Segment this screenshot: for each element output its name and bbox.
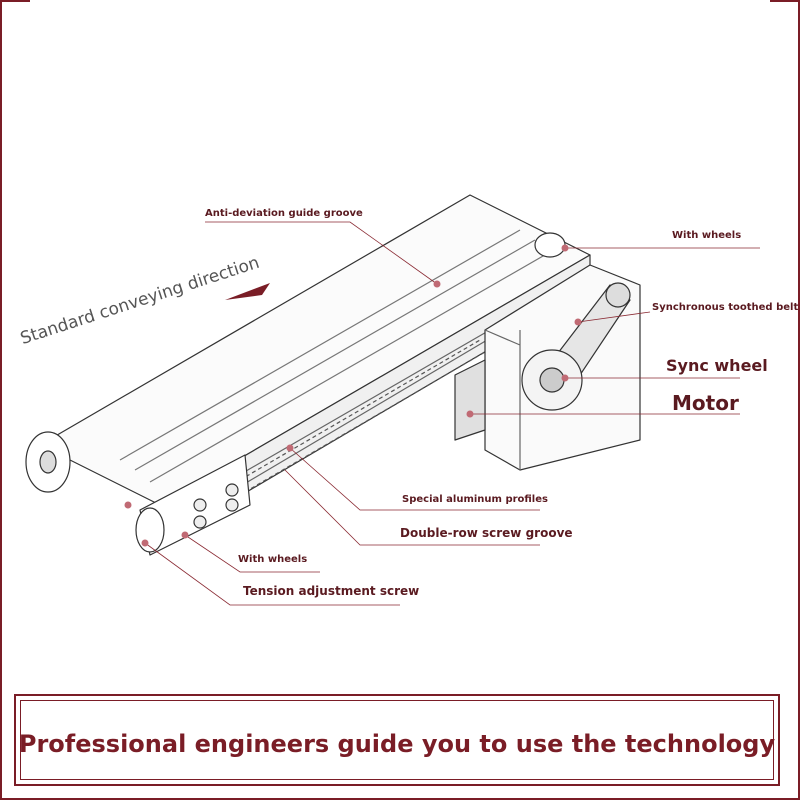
label-tension-screw: Tension adjustment screw xyxy=(243,584,420,598)
label-aluminum-profiles: Special aluminum profiles xyxy=(402,494,548,505)
banner-text: Professional engineers guide you to use … xyxy=(18,730,776,758)
label-with-wheels-top: With wheels xyxy=(672,230,742,241)
direction-arrow xyxy=(225,283,270,300)
conveyor-diagram xyxy=(25,194,760,606)
label-anti-deviation: Anti-deviation guide groove xyxy=(205,208,363,219)
label-sync-belt: Synchronous toothed belt xyxy=(652,302,799,313)
screw-groove xyxy=(239,339,486,493)
label-motor: Motor xyxy=(672,391,739,415)
motor-block xyxy=(454,359,486,441)
label-screw-groove: Double-row screw groove xyxy=(400,526,573,540)
label-with-wheels-bottom: With wheels xyxy=(238,554,308,565)
guide-groove xyxy=(119,229,551,483)
label-sync-wheel: Sync wheel xyxy=(666,356,768,375)
footer-banner: Professional engineers guide you to use … xyxy=(14,694,780,786)
rear-roller xyxy=(534,232,566,258)
